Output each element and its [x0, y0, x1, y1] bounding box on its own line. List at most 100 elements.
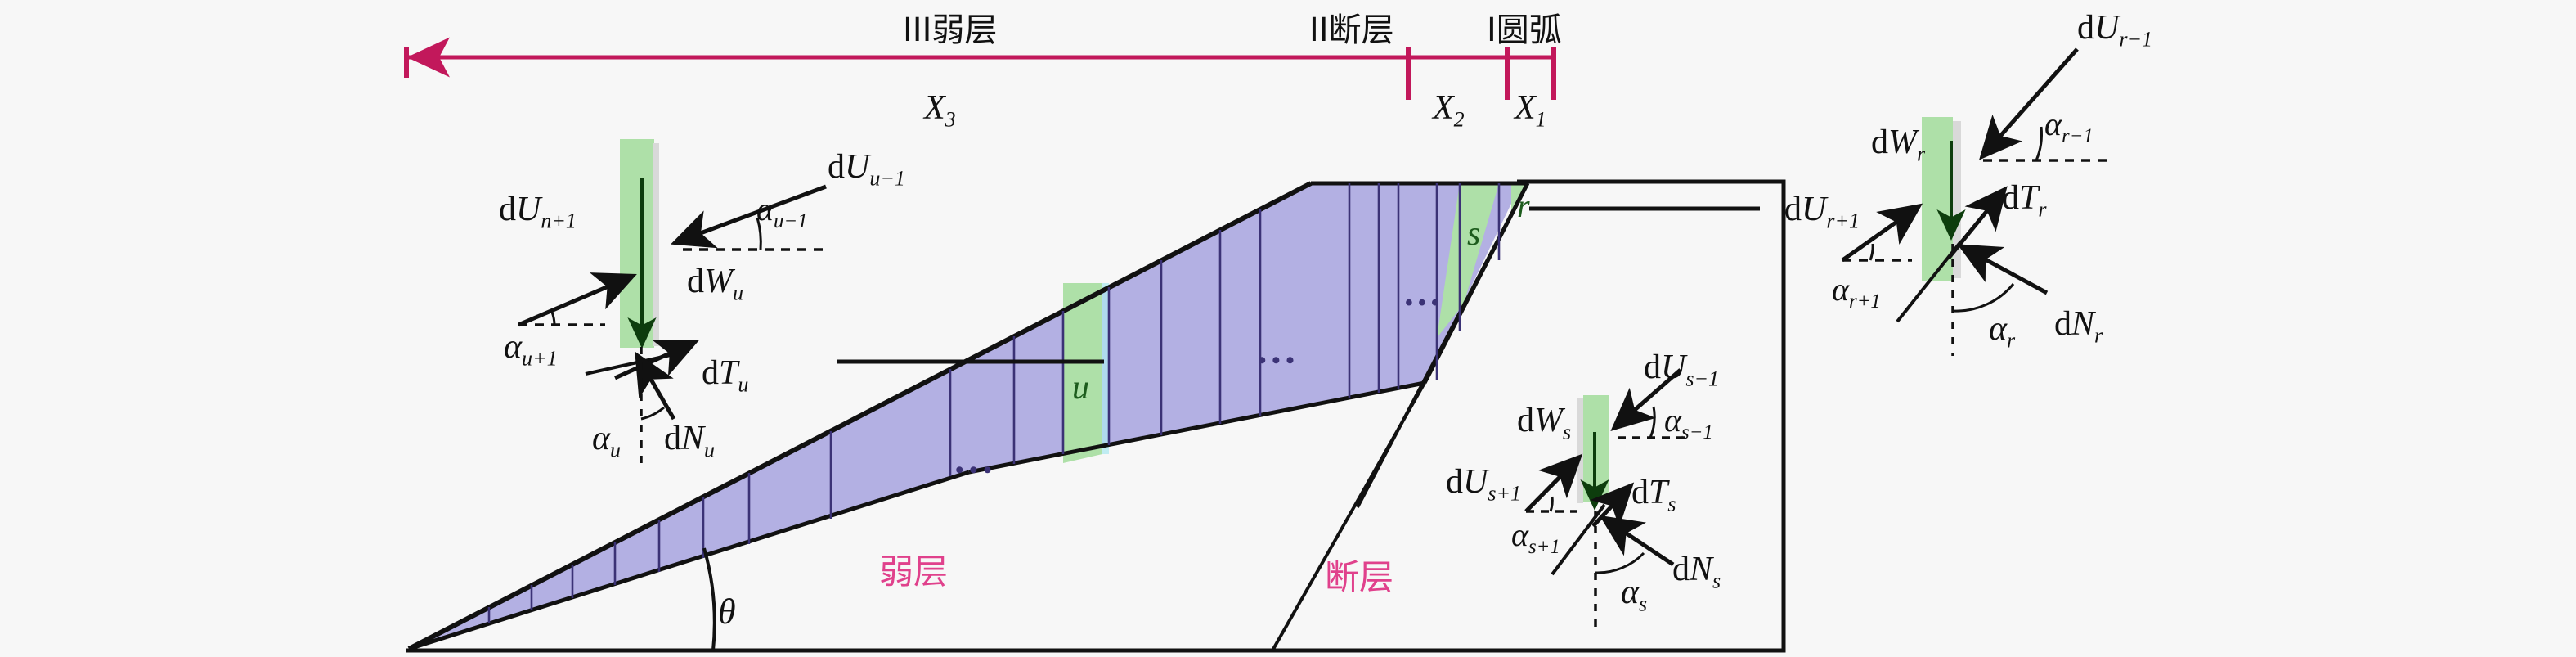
du-s-plus-1-label: dUs+1 — [1446, 462, 1521, 506]
slice-dividers — [487, 183, 1501, 623]
dn-u-sub: u — [704, 438, 716, 462]
dt-u-label: dTu — [702, 353, 748, 397]
du-rm1-sym: U — [2094, 9, 2120, 47]
du-rm1-sub: r−1 — [2119, 27, 2153, 52]
x1-subscript: 1 — [1535, 107, 1546, 132]
span-label-x3: X3 — [924, 88, 956, 132]
dw-u-label: dWu — [687, 262, 743, 305]
du-sm1-sub: s−1 — [1685, 367, 1720, 391]
zone-ruler — [404, 37, 1556, 100]
alpha-s-minus-1-label: αs−1 — [1664, 401, 1713, 444]
du-sp1-sym: U — [1463, 463, 1488, 501]
dn-r-d: d — [2054, 305, 2071, 343]
zone-label-3: III弱层 — [903, 11, 998, 49]
alpha-sm1-sub: s−1 — [1681, 421, 1713, 443]
alpha-u1-sym: α — [504, 328, 523, 366]
dt-r-sym: T — [2019, 179, 2039, 217]
dn-s-sub: s — [1712, 569, 1721, 593]
dw-r-d: d — [1871, 124, 1888, 161]
alpha-s-plus-1-label: αs+1 — [1511, 515, 1560, 559]
dw-s-label: dWs — [1517, 401, 1571, 444]
alpha-um1-sym: α — [756, 191, 774, 227]
alpha-um1-sub: u−1 — [774, 210, 808, 232]
dw-u-d: d — [687, 263, 704, 300]
dw-r-sym: W — [1888, 124, 1917, 161]
alpha-sp1-sym: α — [1511, 516, 1528, 553]
x2-subscript: 2 — [1453, 107, 1465, 132]
dn-u-sym: N — [681, 420, 705, 457]
alpha-r-sub: r — [2007, 328, 2016, 353]
dn-r-sub: r — [2094, 323, 2103, 348]
slice-s-label: s — [1467, 215, 1481, 253]
alpha-u-label: αu — [592, 419, 621, 462]
dt-u-sym: T — [719, 354, 738, 392]
alpha-rm1-sym: α — [2044, 106, 2062, 142]
du-u-minus-1-label: dUu−1 — [828, 147, 905, 191]
du-r-plus-1-label: dUr+1 — [1784, 190, 1860, 233]
dw-r-sub: r — [1917, 142, 1926, 166]
du-rp1-sub: r+1 — [1826, 209, 1860, 233]
zone-label-2: II断层 — [1309, 11, 1394, 49]
alpha-sm1-sym: α — [1664, 402, 1681, 439]
alpha-rp1-sub: r+1 — [1849, 290, 1881, 313]
du-sp1-sub: s+1 — [1488, 481, 1522, 506]
weak-layer-label: 弱层 — [879, 551, 949, 592]
dn-r-label: dNr — [2054, 304, 2103, 348]
dt-r-label: dTr — [2002, 178, 2047, 222]
slice-u-label: u — [1072, 369, 1089, 407]
dn-s-d: d — [1672, 551, 1690, 588]
alpha-s-sym: α — [1621, 574, 1640, 611]
du-n1-sub: n+1 — [541, 209, 577, 233]
du-r-minus-1-label: dUr−1 — [2077, 8, 2152, 52]
frame-box — [406, 179, 1786, 653]
du-um1-sym: U — [845, 148, 870, 186]
alpha-r-minus-1-label: αr−1 — [2044, 105, 2094, 148]
dw-u-sym: W — [704, 263, 733, 300]
alpha-r-plus-1-label: αr+1 — [1832, 270, 1881, 313]
x1-symbol: X — [1515, 89, 1536, 127]
x3-symbol: X — [924, 89, 945, 127]
alpha-u1-sub: u+1 — [522, 346, 558, 371]
alpha-r-sym: α — [1989, 310, 2008, 348]
du-rm1-d: d — [2077, 9, 2094, 47]
span-label-x2: X2 — [1433, 88, 1465, 132]
dn-u-d: d — [664, 420, 681, 457]
ellipsis-upper: ••• — [1405, 290, 1444, 316]
theta-angle-arc — [702, 547, 716, 651]
alpha-u-plus-1-label: αu+1 — [504, 327, 558, 371]
du-sp1-d: d — [1446, 463, 1463, 501]
dt-u-d: d — [702, 354, 719, 392]
du-um1-d: d — [828, 148, 845, 186]
zone-label-1: I圆弧 — [1487, 11, 1562, 49]
du-um1-sub: u−1 — [869, 166, 905, 191]
x2-symbol: X — [1433, 89, 1454, 127]
dt-r-d: d — [2002, 179, 2019, 217]
dw-s-sym: W — [1534, 402, 1563, 439]
du-rp1-sym: U — [1802, 191, 1827, 228]
dw-s-d: d — [1517, 402, 1534, 439]
alpha-rp1-sym: α — [1832, 271, 1849, 308]
dt-s-sub: s — [1667, 492, 1676, 516]
du-sm1-d: d — [1644, 349, 1661, 386]
alpha-s-label: αs — [1621, 573, 1647, 616]
alpha-u-sym: α — [592, 420, 611, 457]
alpha-rm1-sub: r−1 — [2062, 125, 2094, 147]
slice-r-diagram — [1841, 47, 2110, 356]
dt-r-sub: r — [2038, 197, 2047, 222]
dw-u-sub: u — [733, 281, 744, 305]
alpha-s-sub: s — [1639, 592, 1648, 616]
ellipsis-mid: ••• — [1258, 347, 1300, 374]
du-s-minus-1-label: dUs−1 — [1644, 348, 1719, 391]
alpha-u-minus-1-label: αu−1 — [756, 190, 808, 233]
ellipsis-lower: ••• — [955, 457, 998, 484]
dw-s-sub: s — [1563, 420, 1572, 444]
dw-r-label: dWr — [1871, 123, 1925, 166]
du-n1-d: d — [499, 191, 516, 228]
dn-u-label: dNu — [664, 419, 715, 462]
dn-r-sym: N — [2071, 305, 2095, 343]
dt-s-label: dTs — [1631, 473, 1676, 516]
du-rp1-d: d — [1784, 191, 1802, 228]
dn-s-label: dNs — [1672, 550, 1721, 593]
